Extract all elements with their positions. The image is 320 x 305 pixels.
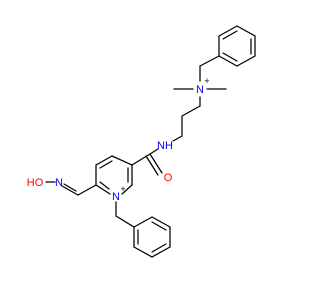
pyridinium-nitrogen-charge: + bbox=[120, 184, 125, 194]
ch-n-double-bond-b bbox=[63, 183, 77, 192]
hydroxyl-label: HO bbox=[27, 177, 44, 189]
top-phenyl-ring bbox=[218, 25, 256, 67]
carbonyl-ring-bond bbox=[131, 153, 151, 166]
quaternary-nitrogen-label: N bbox=[196, 84, 204, 96]
bottom-phenyl-ring bbox=[133, 216, 171, 258]
propyl-bond-1 bbox=[181, 105, 201, 117]
ch-n-double-bond-a bbox=[61, 185, 79, 196]
pyridinium-ring bbox=[95, 155, 133, 195]
carbonyl-double-bond-a bbox=[149, 153, 163, 174]
ring-ch-bond bbox=[77, 184, 97, 196]
nh-carbonyl-bond bbox=[149, 148, 159, 155]
quaternary-nitrogen-charge: + bbox=[204, 76, 209, 86]
molecule-diagram: N + NH O N + N HO bbox=[0, 0, 300, 300]
benzyl-ch2-bond bbox=[199, 55, 220, 67]
amide-nh-label: NH bbox=[157, 140, 173, 152]
carbonyl-oxygen-label: O bbox=[164, 172, 173, 184]
pyridinium-nitrogen-label: N bbox=[112, 191, 120, 203]
background bbox=[0, 0, 300, 300]
ch2-phenyl-bond bbox=[115, 215, 135, 228]
structure-svg: N + NH O N + N HO bbox=[0, 0, 300, 300]
propyl-bond-3 bbox=[172, 135, 183, 142]
carbonyl-double-bond-b bbox=[145, 155, 159, 176]
oxime-nitrogen-label: N bbox=[55, 177, 63, 189]
